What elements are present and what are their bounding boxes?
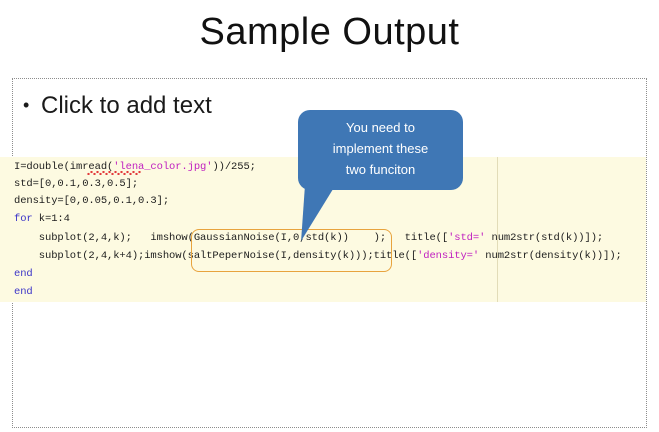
callout-tail [301,186,335,241]
code-vertical-rule [497,157,498,302]
callout-misspelled-word: funciton [369,162,416,177]
code-line-6: subplot(2,4,k+4);imshow(saltPeperNoise(I… [14,248,622,266]
code-line-2: std=[0,0.1,0.3,0.5]; [14,178,139,190]
code-line-6-post: num2str(density(k))]); [479,250,622,262]
code-line-5-post: num2str(std(k))]); [485,232,604,244]
code-line-1-pre: I=double(imread( [14,161,114,173]
callout-line-2: implement these [332,141,429,156]
code-line-1-post: ))/255; [212,161,256,173]
code-line-7: end [14,268,33,280]
code-line-6-pre: subplot(2,4,k+4);imshow(saltPeperNoise(I… [14,250,418,262]
code-line-1-string: 'lena_color.jpg' [113,161,213,173]
code-keyword-for: for [14,213,33,225]
callout-line-3: two funciton [298,159,463,180]
placeholder-prompt[interactable]: • Click to add text [23,90,212,121]
code-line-6-string: 'density=' [417,250,480,262]
code-line-8: end [14,286,33,298]
code-line-5-string: 'std=' [448,232,486,244]
code-line-4: for k=1:4 [14,211,70,229]
code-line-1: I=double(imread('lena_color.jpg'))/255; [14,159,256,177]
bullet-icon: • [23,95,30,115]
code-line-5-pre: subplot(2,4,k); imshow(GaussianNoise(I,0… [14,232,449,244]
page-title: Sample Output [199,11,460,53]
code-line-3: density=[0,0.05,0.1,0.3]; [14,195,170,207]
placeholder-prompt-label: Click to add text [41,92,212,119]
callout-bubble[interactable]: You need to implement these two funciton [298,110,463,190]
callout-line-3-prefix: two [345,162,370,177]
code-line-4-rest: k=1:4 [32,213,70,225]
code-line-5: subplot(2,4,k); imshow(GaussianNoise(I,0… [14,230,603,248]
callout-line-1: You need to [346,120,415,135]
